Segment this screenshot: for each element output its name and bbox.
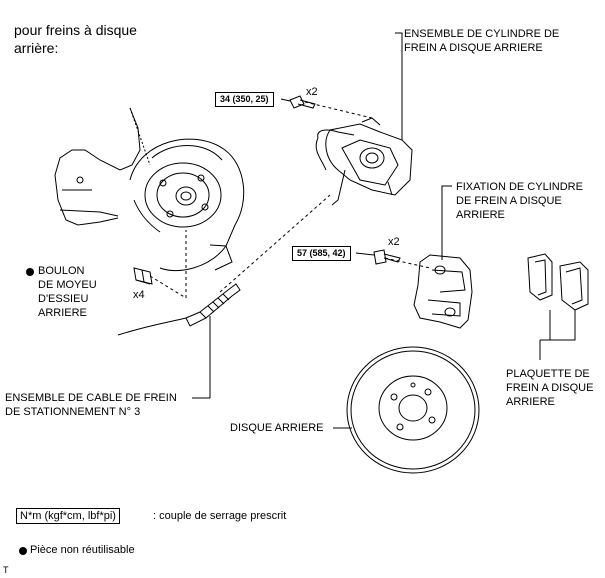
- legend-bullet-icon: [19, 547, 27, 555]
- axle-hub: [144, 162, 222, 228]
- parking-cable-part: [117, 283, 241, 336]
- alignment-lines: [149, 101, 431, 299]
- label-parking-cable: ENSEMBLE DE CABLE DE FREIN DE STATIONNEM…: [5, 392, 177, 418]
- footer-mark: T: [3, 565, 9, 575]
- label-brake-pads: PLAQUETTE DE FREIN A DISQUE ARRIERE: [506, 368, 594, 408]
- axle-housing: [54, 107, 151, 226]
- legend-non-reusable: Pièce non réutilisable: [30, 544, 135, 556]
- caliper-part: [315, 117, 413, 206]
- torque-box-lower: 57 (585, 42): [292, 246, 351, 261]
- brake-pads-part: [527, 253, 589, 311]
- lower-bolt-part: [373, 249, 401, 265]
- label-hub-bolt: BOULON DE MOYEU D'ESSIEU ARRIERE: [38, 265, 97, 319]
- label-cylinder-assembly: ENSEMBLE DE CYLINDRE DE FREIN A DISQUE A…: [404, 28, 560, 54]
- torque-box-upper: 34 (350, 25): [215, 92, 274, 107]
- mounting-bracket-part: [413, 254, 473, 329]
- disc-part: [346, 346, 480, 474]
- label-disc: DISQUE ARRIERE: [230, 422, 324, 434]
- leader-lines: [192, 32, 576, 429]
- legend-torque-text: : couple de serrage prescrit: [153, 510, 287, 522]
- upper-bolt-part: [289, 95, 316, 109]
- quantity-lower: x2: [388, 236, 400, 248]
- section-heading: pour freins à disque arrière:: [14, 22, 137, 56]
- non-reusable-bullet-icon: [26, 268, 34, 276]
- legend-torque-box: N*m (kgf*cm, lbf*pi): [16, 508, 120, 524]
- hub-bolt-part: [133, 267, 153, 285]
- dust-shield: [129, 138, 245, 272]
- quantity-upper: x2: [306, 86, 318, 98]
- quantity-hub-bolt: x4: [133, 289, 145, 301]
- label-cylinder-mounting: FIXATION DE CYLINDRE DE FREIN A DISQUE A…: [456, 181, 583, 221]
